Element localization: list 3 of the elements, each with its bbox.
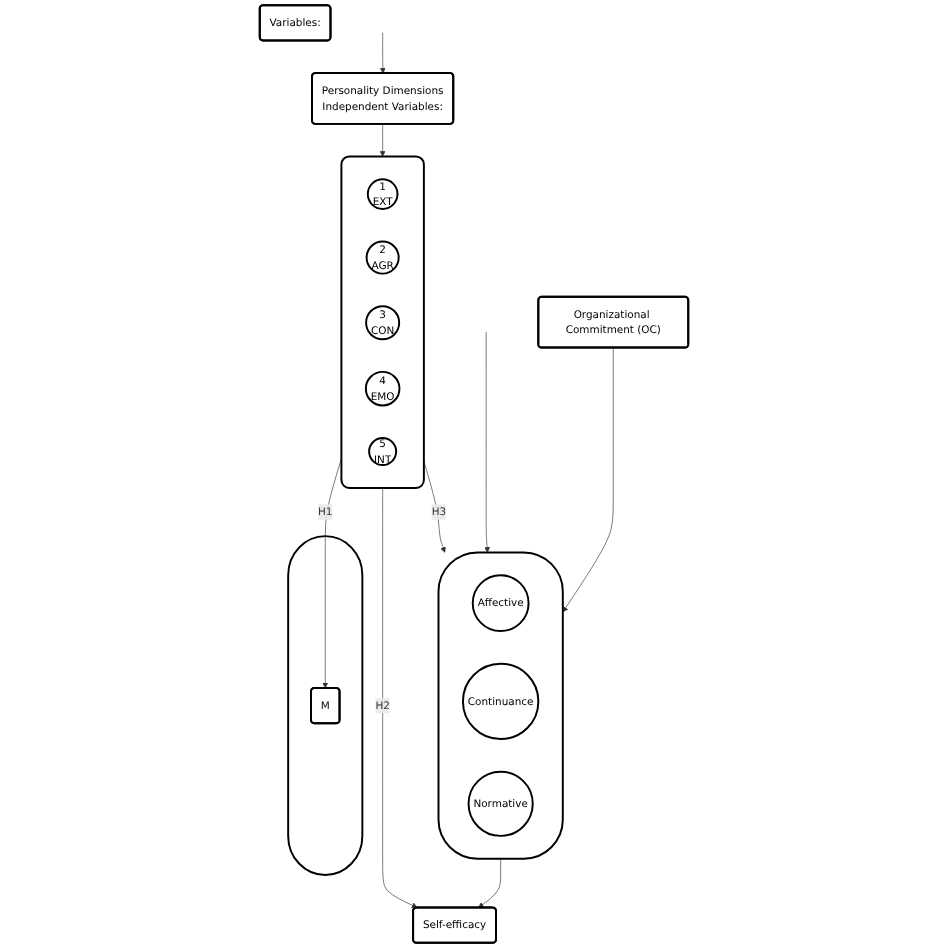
cluster: [287, 535, 364, 876]
cluster: [340, 155, 425, 489]
cluster: [437, 551, 564, 860]
